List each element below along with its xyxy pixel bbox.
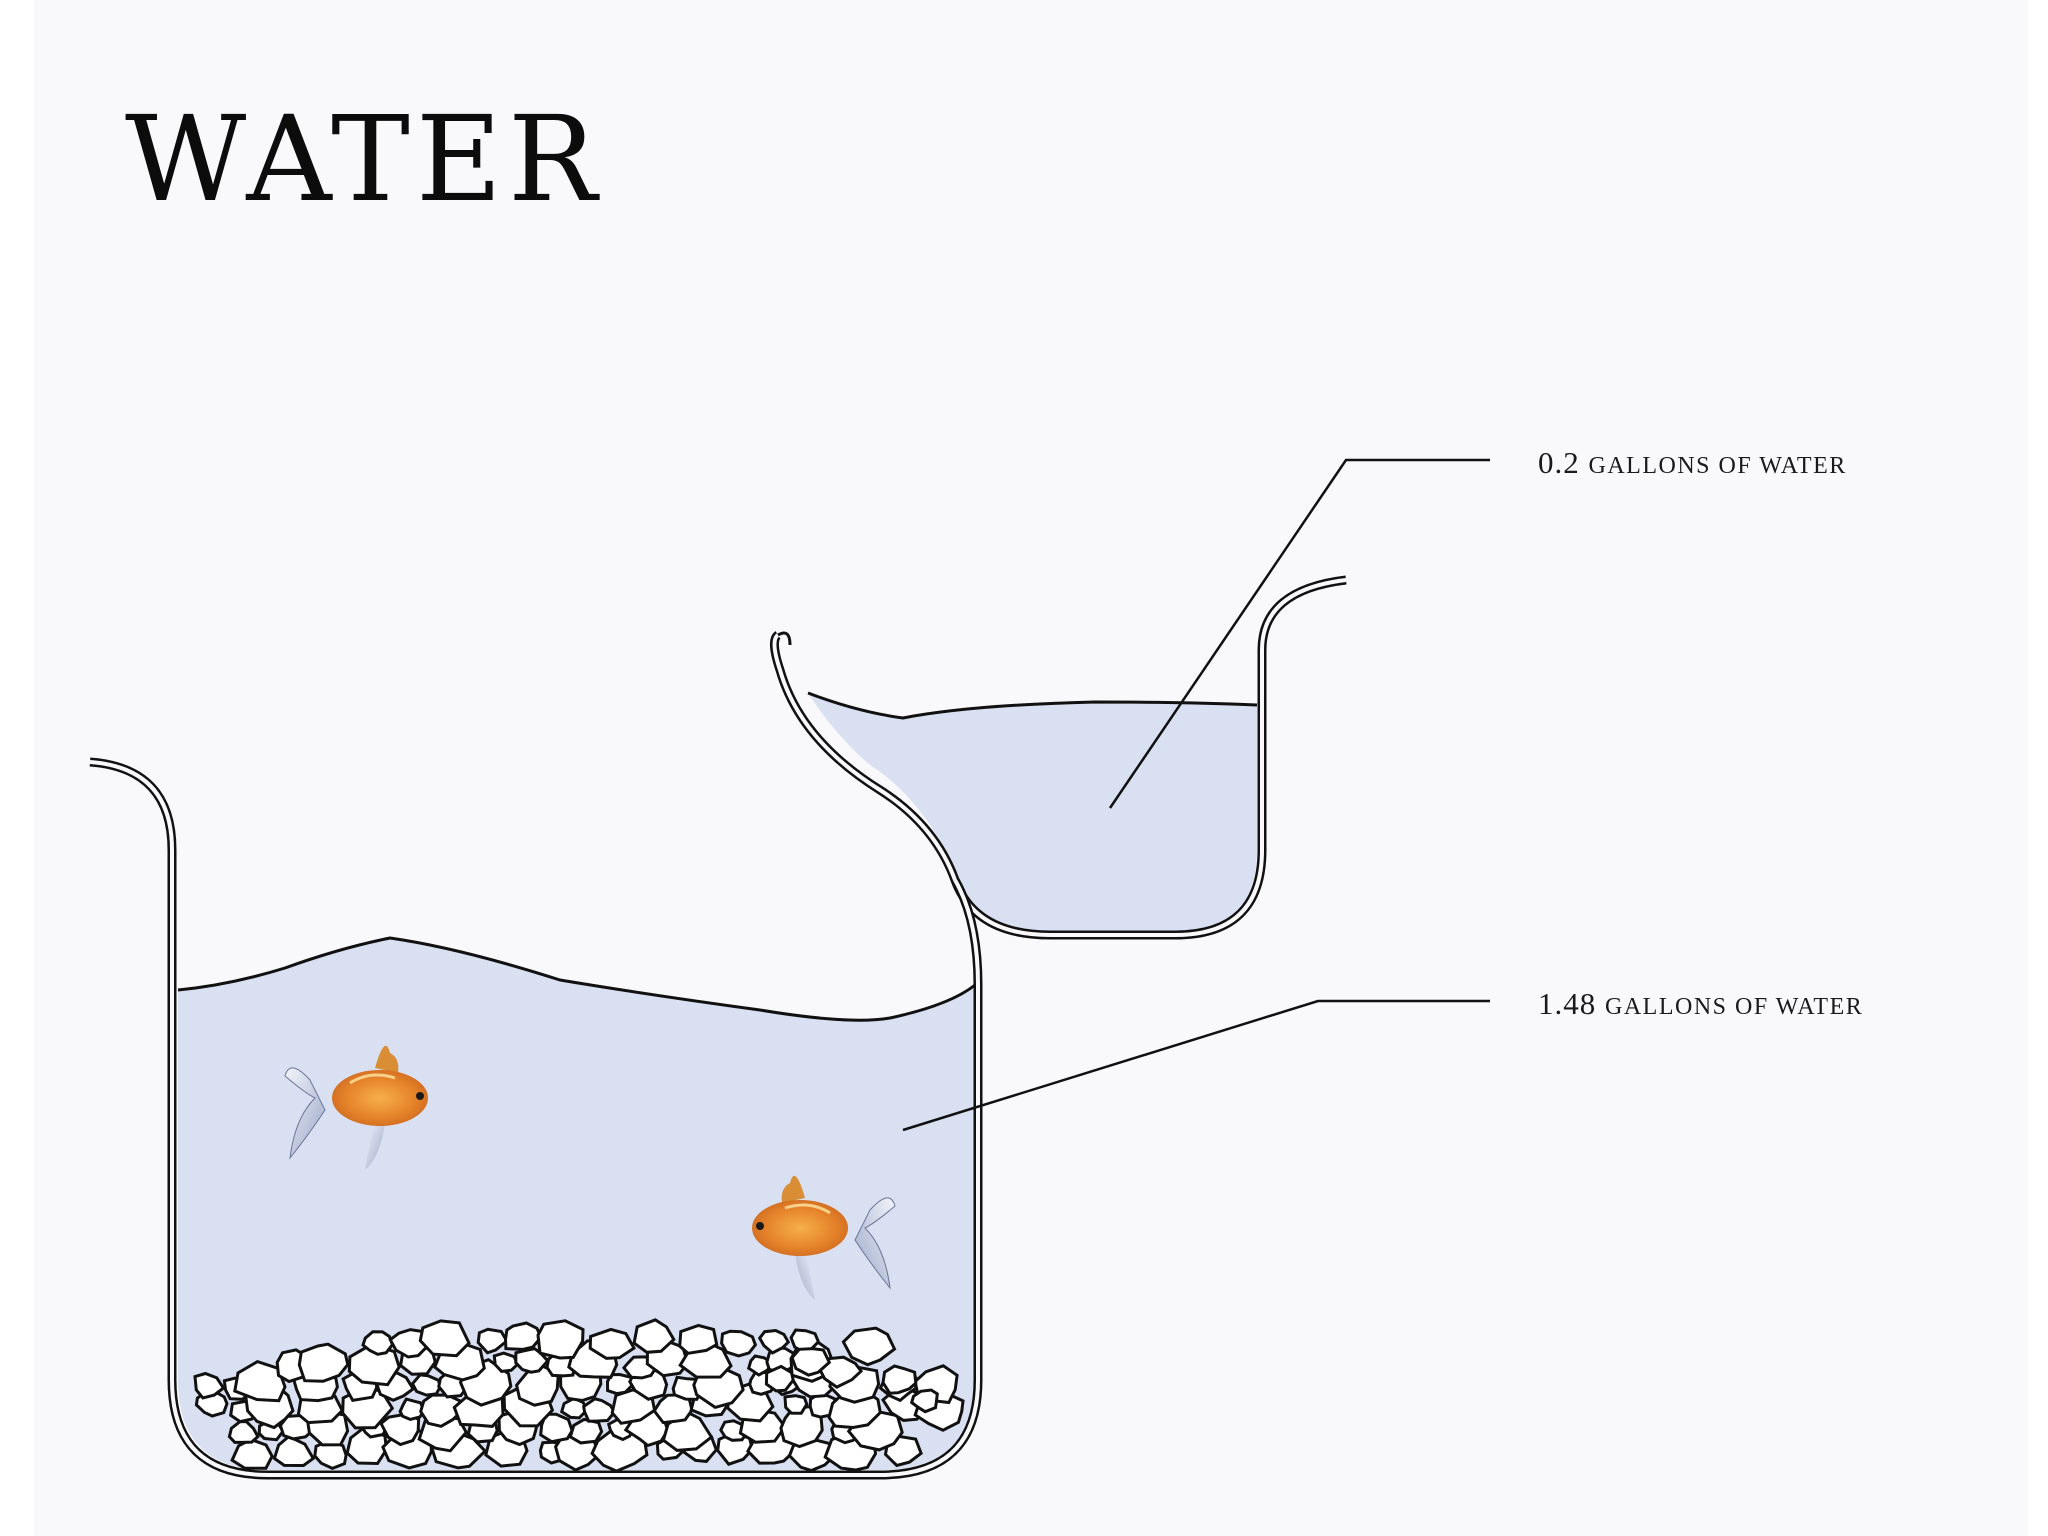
goldfish-icon bbox=[284, 1045, 428, 1170]
pebble-icon bbox=[783, 1394, 809, 1415]
pebble-icon bbox=[764, 1364, 795, 1393]
left-margin bbox=[0, 0, 34, 1536]
pebble-icon bbox=[605, 1372, 635, 1396]
lower-volume-number: 1.48 bbox=[1538, 986, 1597, 1021]
upper-volume-label: 0.2 GALLONS OF WATER bbox=[1538, 447, 1847, 478]
goldfish-icon bbox=[752, 1175, 896, 1300]
pebble-icon bbox=[808, 1392, 837, 1419]
pebble-icon bbox=[588, 1327, 636, 1360]
pebble-icon bbox=[678, 1323, 719, 1355]
pebble-icon bbox=[492, 1351, 520, 1373]
pebble-icon bbox=[757, 1328, 791, 1355]
pebble-icon bbox=[909, 1388, 939, 1414]
pebble-icon bbox=[361, 1330, 395, 1356]
pebble-icon bbox=[272, 1434, 316, 1468]
pebble-icon bbox=[347, 1342, 401, 1387]
pebble-icon bbox=[582, 1397, 617, 1423]
pebble-icon bbox=[230, 1437, 274, 1470]
pebble-icon bbox=[233, 1359, 287, 1403]
page-title: WATER bbox=[125, 90, 603, 228]
upper-volume-number: 0.2 bbox=[1538, 445, 1580, 480]
pebble-icon bbox=[227, 1419, 260, 1444]
upper-volume-text: GALLONS OF WATER bbox=[1588, 453, 1847, 479]
pebble-icon bbox=[419, 1393, 464, 1428]
pebble-icon bbox=[790, 1347, 832, 1377]
small-bowl bbox=[770, 575, 1347, 940]
lower-volume-label: 1.48 GALLONS OF WATER bbox=[1538, 988, 1863, 1019]
right-margin bbox=[2028, 0, 2048, 1536]
small-bowl-surface bbox=[807, 691, 1258, 720]
pebble-icon bbox=[720, 1329, 758, 1358]
large-bowl-surface bbox=[177, 936, 976, 1022]
pebble-icon bbox=[193, 1371, 226, 1400]
pebble-icon bbox=[536, 1319, 585, 1360]
pebble-icon bbox=[539, 1412, 574, 1444]
pebble-icon bbox=[503, 1321, 543, 1351]
pebble-icon bbox=[418, 1319, 471, 1358]
pebble-icon bbox=[398, 1397, 426, 1421]
lower-leader-line bbox=[902, 999, 1490, 1132]
pebble-icon bbox=[410, 1373, 442, 1397]
pebble-layer bbox=[193, 1318, 965, 1473]
upper-leader-line bbox=[1108, 458, 1490, 809]
lower-volume-text: GALLONS OF WATER bbox=[1605, 994, 1864, 1020]
pebble-icon bbox=[841, 1326, 897, 1367]
pebble-icon bbox=[632, 1318, 676, 1354]
small-bowl-water bbox=[808, 693, 1257, 932]
pebble-icon bbox=[297, 1342, 350, 1383]
pebble-icon bbox=[881, 1364, 918, 1395]
pebble-icon bbox=[388, 1328, 431, 1359]
pebble-icon bbox=[476, 1327, 509, 1355]
